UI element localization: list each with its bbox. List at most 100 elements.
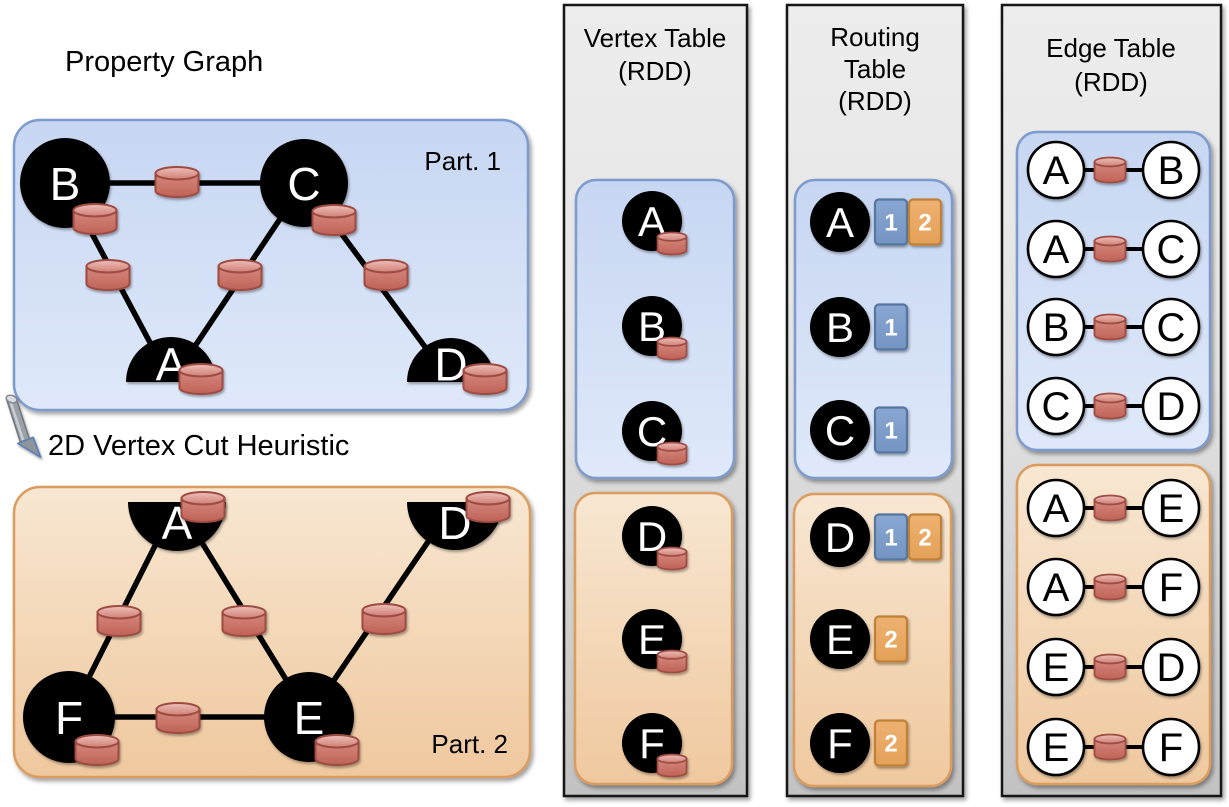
partition-badge-1: 1 bbox=[873, 406, 909, 454]
edge-vertex-label: B bbox=[1158, 149, 1185, 193]
badge-number: 1 bbox=[884, 210, 897, 237]
edge-property-cylinder bbox=[1093, 235, 1127, 263]
edge-property-cylinder bbox=[1093, 313, 1127, 341]
vertex-property-cylinder bbox=[465, 491, 511, 523]
vertex-table-title-line2: (RDD) bbox=[618, 56, 692, 86]
edge-src-vertex-icon: C bbox=[1026, 376, 1086, 436]
edge-src-vertex-icon: A bbox=[1026, 478, 1086, 538]
node-label: D bbox=[434, 339, 467, 391]
edge-vertex-label: E bbox=[1043, 726, 1070, 770]
edge-table-title-line2: (RDD) bbox=[1074, 67, 1148, 97]
badge-number: 2 bbox=[918, 210, 931, 237]
vertex-cut-arrow-icon bbox=[5, 394, 42, 459]
node-label: C bbox=[287, 158, 320, 210]
edge-dst-vertex-icon: F bbox=[1141, 717, 1201, 777]
badge-number: 2 bbox=[884, 731, 897, 758]
vertex-table-row-A: A bbox=[622, 191, 688, 256]
badge-number: 1 bbox=[884, 418, 897, 445]
routing-node-icon: F bbox=[810, 713, 870, 773]
edge-src-vertex-icon: E bbox=[1026, 717, 1086, 777]
edge-src-vertex-icon: A bbox=[1026, 140, 1086, 200]
edge-vertex-label: F bbox=[1159, 726, 1183, 770]
node-label: B bbox=[50, 158, 81, 210]
partition-badge-2: 2 bbox=[907, 513, 943, 561]
vertex-table-row-C: C bbox=[622, 401, 688, 466]
vertex-property-cylinder bbox=[656, 546, 688, 571]
edge-property-cylinder bbox=[1093, 653, 1127, 681]
routing-table-part2-group bbox=[792, 492, 953, 788]
badge-number: 2 bbox=[918, 525, 931, 552]
partition-1-label: Part. 1 bbox=[424, 146, 501, 176]
edge-property-cylinder bbox=[1093, 494, 1127, 522]
vertex-property-cylinder bbox=[462, 363, 508, 395]
edge-vertex-label: F bbox=[1159, 566, 1183, 610]
edge-property-cylinder bbox=[1093, 392, 1127, 420]
routing-row-label: C bbox=[825, 407, 855, 454]
routing-row-label: B bbox=[826, 304, 854, 351]
routing-row-label: F bbox=[827, 720, 853, 767]
vertex-property-cylinder bbox=[656, 753, 688, 778]
edge-property-cylinder bbox=[1093, 573, 1127, 601]
partition-badge-2: 2 bbox=[873, 719, 909, 767]
badge-number: 1 bbox=[884, 315, 897, 342]
edge-property-cylinder bbox=[221, 605, 267, 637]
routing-table-title-line2: Table bbox=[844, 54, 906, 84]
edge-property-cylinder bbox=[85, 259, 131, 291]
edge-src-vertex-icon: B bbox=[1026, 297, 1086, 357]
routing-node-icon: A bbox=[810, 192, 870, 252]
edge-src-vertex-icon: A bbox=[1026, 557, 1086, 617]
routing-row-label: D bbox=[825, 514, 855, 561]
edge-dst-vertex-icon: D bbox=[1141, 376, 1201, 436]
edge-property-cylinder bbox=[1093, 733, 1127, 761]
edge-src-vertex-icon: A bbox=[1026, 219, 1086, 279]
edge-property-cylinder bbox=[96, 605, 142, 637]
edge-vertex-label: E bbox=[1043, 646, 1070, 690]
edge-vertex-label: C bbox=[1157, 228, 1186, 272]
edge-vertex-label: E bbox=[1158, 487, 1185, 531]
edge-vertex-label: B bbox=[1043, 306, 1070, 350]
vertex-property-cylinder bbox=[656, 441, 688, 466]
edge-dst-vertex-icon: C bbox=[1141, 219, 1201, 279]
routing-table-title-line3: (RDD) bbox=[838, 86, 912, 116]
edge-property-cylinder bbox=[1093, 156, 1127, 184]
edge-vertex-label: A bbox=[1043, 228, 1070, 272]
edge-table-title-line1: Edge Table bbox=[1046, 33, 1176, 63]
edge-vertex-label: A bbox=[1043, 487, 1070, 531]
edge-dst-vertex-icon: D bbox=[1141, 637, 1201, 697]
partition-1-box bbox=[12, 118, 530, 412]
vertex-property-cylinder bbox=[74, 734, 120, 766]
node-label: E bbox=[294, 692, 325, 744]
node-label: F bbox=[55, 692, 83, 744]
edge-table-part1-group bbox=[1015, 130, 1212, 452]
routing-row-label: E bbox=[826, 616, 854, 663]
routing-node-icon: D bbox=[810, 507, 870, 567]
vertex-table-row-F: F bbox=[622, 713, 688, 778]
edge-property-cylinder bbox=[217, 259, 263, 291]
routing-row-label: A bbox=[826, 199, 854, 246]
edge-vertex-label: D bbox=[1157, 646, 1186, 690]
vertex-property-cylinder bbox=[656, 649, 688, 674]
edge-vertex-label: C bbox=[1157, 306, 1186, 350]
edge-dst-vertex-icon: F bbox=[1141, 557, 1201, 617]
partition-badge-2: 2 bbox=[907, 198, 943, 246]
